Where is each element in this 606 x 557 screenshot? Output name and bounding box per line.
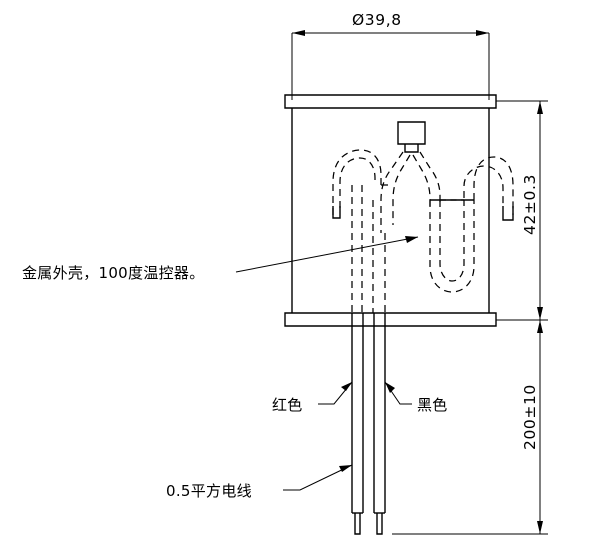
center-u-tube: [429, 200, 475, 293]
housing-leader-arrow: [405, 236, 418, 243]
housing-annotation-group: 金属外壳，100度温控器。: [22, 236, 419, 282]
black-wire-label: 黑色: [417, 396, 448, 414]
housing-body-group: [285, 95, 496, 326]
left-coil-inner: [339, 157, 376, 208]
right-coil-terminal: [503, 206, 513, 220]
top-flange: [285, 95, 496, 108]
cable-spec-leader-arrow: [339, 465, 352, 472]
red-wire-label: 红色: [272, 396, 303, 414]
right-coil-outer: [473, 156, 514, 215]
red-wire-leader-arrow: [341, 382, 352, 391]
thermostat-group: [398, 122, 425, 152]
height-arrow-bottom: [537, 307, 543, 320]
right-strut-outer: [419, 151, 441, 206]
housing-label: 金属外壳，100度温控器。: [22, 264, 205, 282]
red-wire-annotation-group: 红色: [272, 381, 353, 414]
right-strut-inner: [412, 154, 431, 206]
red-cable-stripped-tip: [355, 513, 360, 534]
heating-element-group: [333, 149, 514, 293]
center-u-tube-inner: [439, 200, 465, 282]
cable-spec-label: 0.5平方电线: [166, 482, 252, 500]
bottom-flange: [285, 313, 496, 326]
diameter-dimension-text: Ø39,8: [352, 11, 402, 29]
cable-spec-leader-line: [283, 464, 353, 491]
black-wire-leader-arrow: [385, 382, 395, 393]
left-strut-inner: [392, 154, 411, 225]
external-cables-group: [352, 313, 385, 534]
thermostat-box: [398, 122, 425, 144]
diameter-dimension-group: [291, 30, 490, 100]
dim-arrow-left: [292, 30, 305, 36]
body-height-dimension-group: 42±0.3: [496, 100, 548, 321]
internal-lead-wires-group: [351, 185, 386, 313]
right-coil-inner: [463, 165, 504, 208]
body-height-dimension-text: 42±0.3: [521, 174, 539, 235]
left-strut-outer: [380, 151, 404, 233]
wire-length-dimension-text: 200±10: [521, 384, 539, 450]
wirelen-arrow-bottom: [537, 521, 543, 534]
cable-spec-annotation-group: 0.5平方电线: [166, 464, 353, 500]
thermostat-neck: [405, 144, 418, 152]
wirelen-arrow-top: [537, 320, 543, 333]
housing-leader-line: [235, 236, 419, 273]
left-coil-terminal: [333, 206, 340, 218]
black-wire-annotation-group: 黑色: [384, 381, 448, 414]
black-cable-stripped-tip: [377, 513, 382, 534]
dim-arrow-right: [476, 30, 489, 36]
wire-length-dimension-group: 200±10: [392, 319, 548, 535]
height-arrow-top: [537, 101, 543, 114]
